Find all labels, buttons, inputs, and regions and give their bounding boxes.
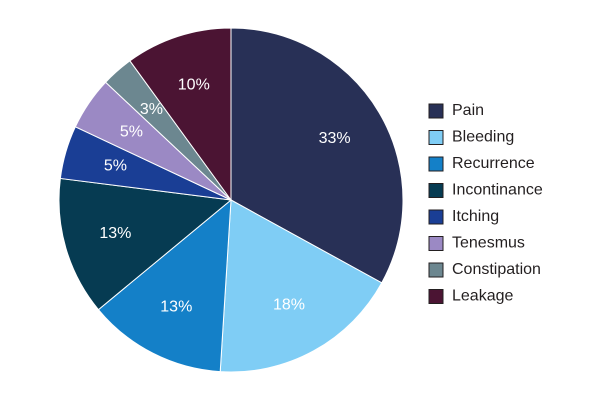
value-label-constipation: 3% bbox=[140, 101, 163, 118]
legend-item-incontinance: Incontinance bbox=[428, 182, 543, 199]
legend-item-tenesmus: Tenesmus bbox=[428, 235, 525, 252]
legend-label-incontinance: Incontinance bbox=[452, 182, 543, 199]
value-label-tenesmus: 5% bbox=[120, 124, 143, 141]
legend-swatch-pain bbox=[428, 103, 444, 119]
value-label-itching: 5% bbox=[104, 158, 127, 175]
legend-swatch-bleeding bbox=[428, 130, 444, 145]
pie-slices bbox=[58, 27, 404, 373]
legend-item-pain: Pain bbox=[428, 102, 484, 119]
legend-item-itching: Itching bbox=[428, 208, 499, 225]
legend-label-constipation: Constipation bbox=[452, 261, 541, 278]
legend-label-tenesmus: Tenesmus bbox=[452, 235, 525, 252]
legend-swatch-recurrence bbox=[428, 156, 444, 172]
pie-slice-incontinance bbox=[58, 177, 233, 311]
pie-value-labels: 33% 18% 13% 13% 5% 5% 3% 10% bbox=[99, 77, 350, 316]
value-label-leakage: 10% bbox=[178, 77, 210, 94]
pie-slice-recurrence bbox=[97, 198, 232, 373]
legend-swatch-tenesmus bbox=[428, 236, 444, 251]
legend-item-constipation: Constipation bbox=[428, 261, 541, 278]
legend-swatch-incontinance bbox=[428, 183, 444, 198]
legend-label-recurrence: Recurrence bbox=[452, 155, 535, 172]
value-label-bleeding: 18% bbox=[273, 297, 305, 314]
legend-label-pain: Pain bbox=[452, 102, 484, 119]
pie-slice-leakage bbox=[129, 27, 232, 202]
value-label-recurrence: 13% bbox=[160, 299, 192, 316]
legend-label-leakage: Leakage bbox=[452, 288, 513, 305]
legend: PainBleedingRecurrenceIncontinanceItchin… bbox=[428, 102, 543, 305]
legend-label-bleeding: Bleeding bbox=[452, 129, 514, 146]
legend-label-itching: Itching bbox=[452, 208, 499, 225]
legend-swatch-constipation bbox=[428, 262, 444, 278]
legend-item-bleeding: Bleeding bbox=[428, 129, 514, 146]
value-label-pain: 33% bbox=[319, 130, 351, 147]
legend-swatch-leakage bbox=[428, 289, 444, 304]
legend-swatch-itching bbox=[428, 209, 444, 225]
pie-slice-bleeding bbox=[219, 199, 383, 373]
legend-item-leakage: Leakage bbox=[428, 288, 513, 305]
legend-item-recurrence: Recurrence bbox=[428, 155, 535, 172]
value-label-incontinance: 13% bbox=[99, 225, 131, 242]
pie-slice-pain bbox=[230, 27, 404, 284]
